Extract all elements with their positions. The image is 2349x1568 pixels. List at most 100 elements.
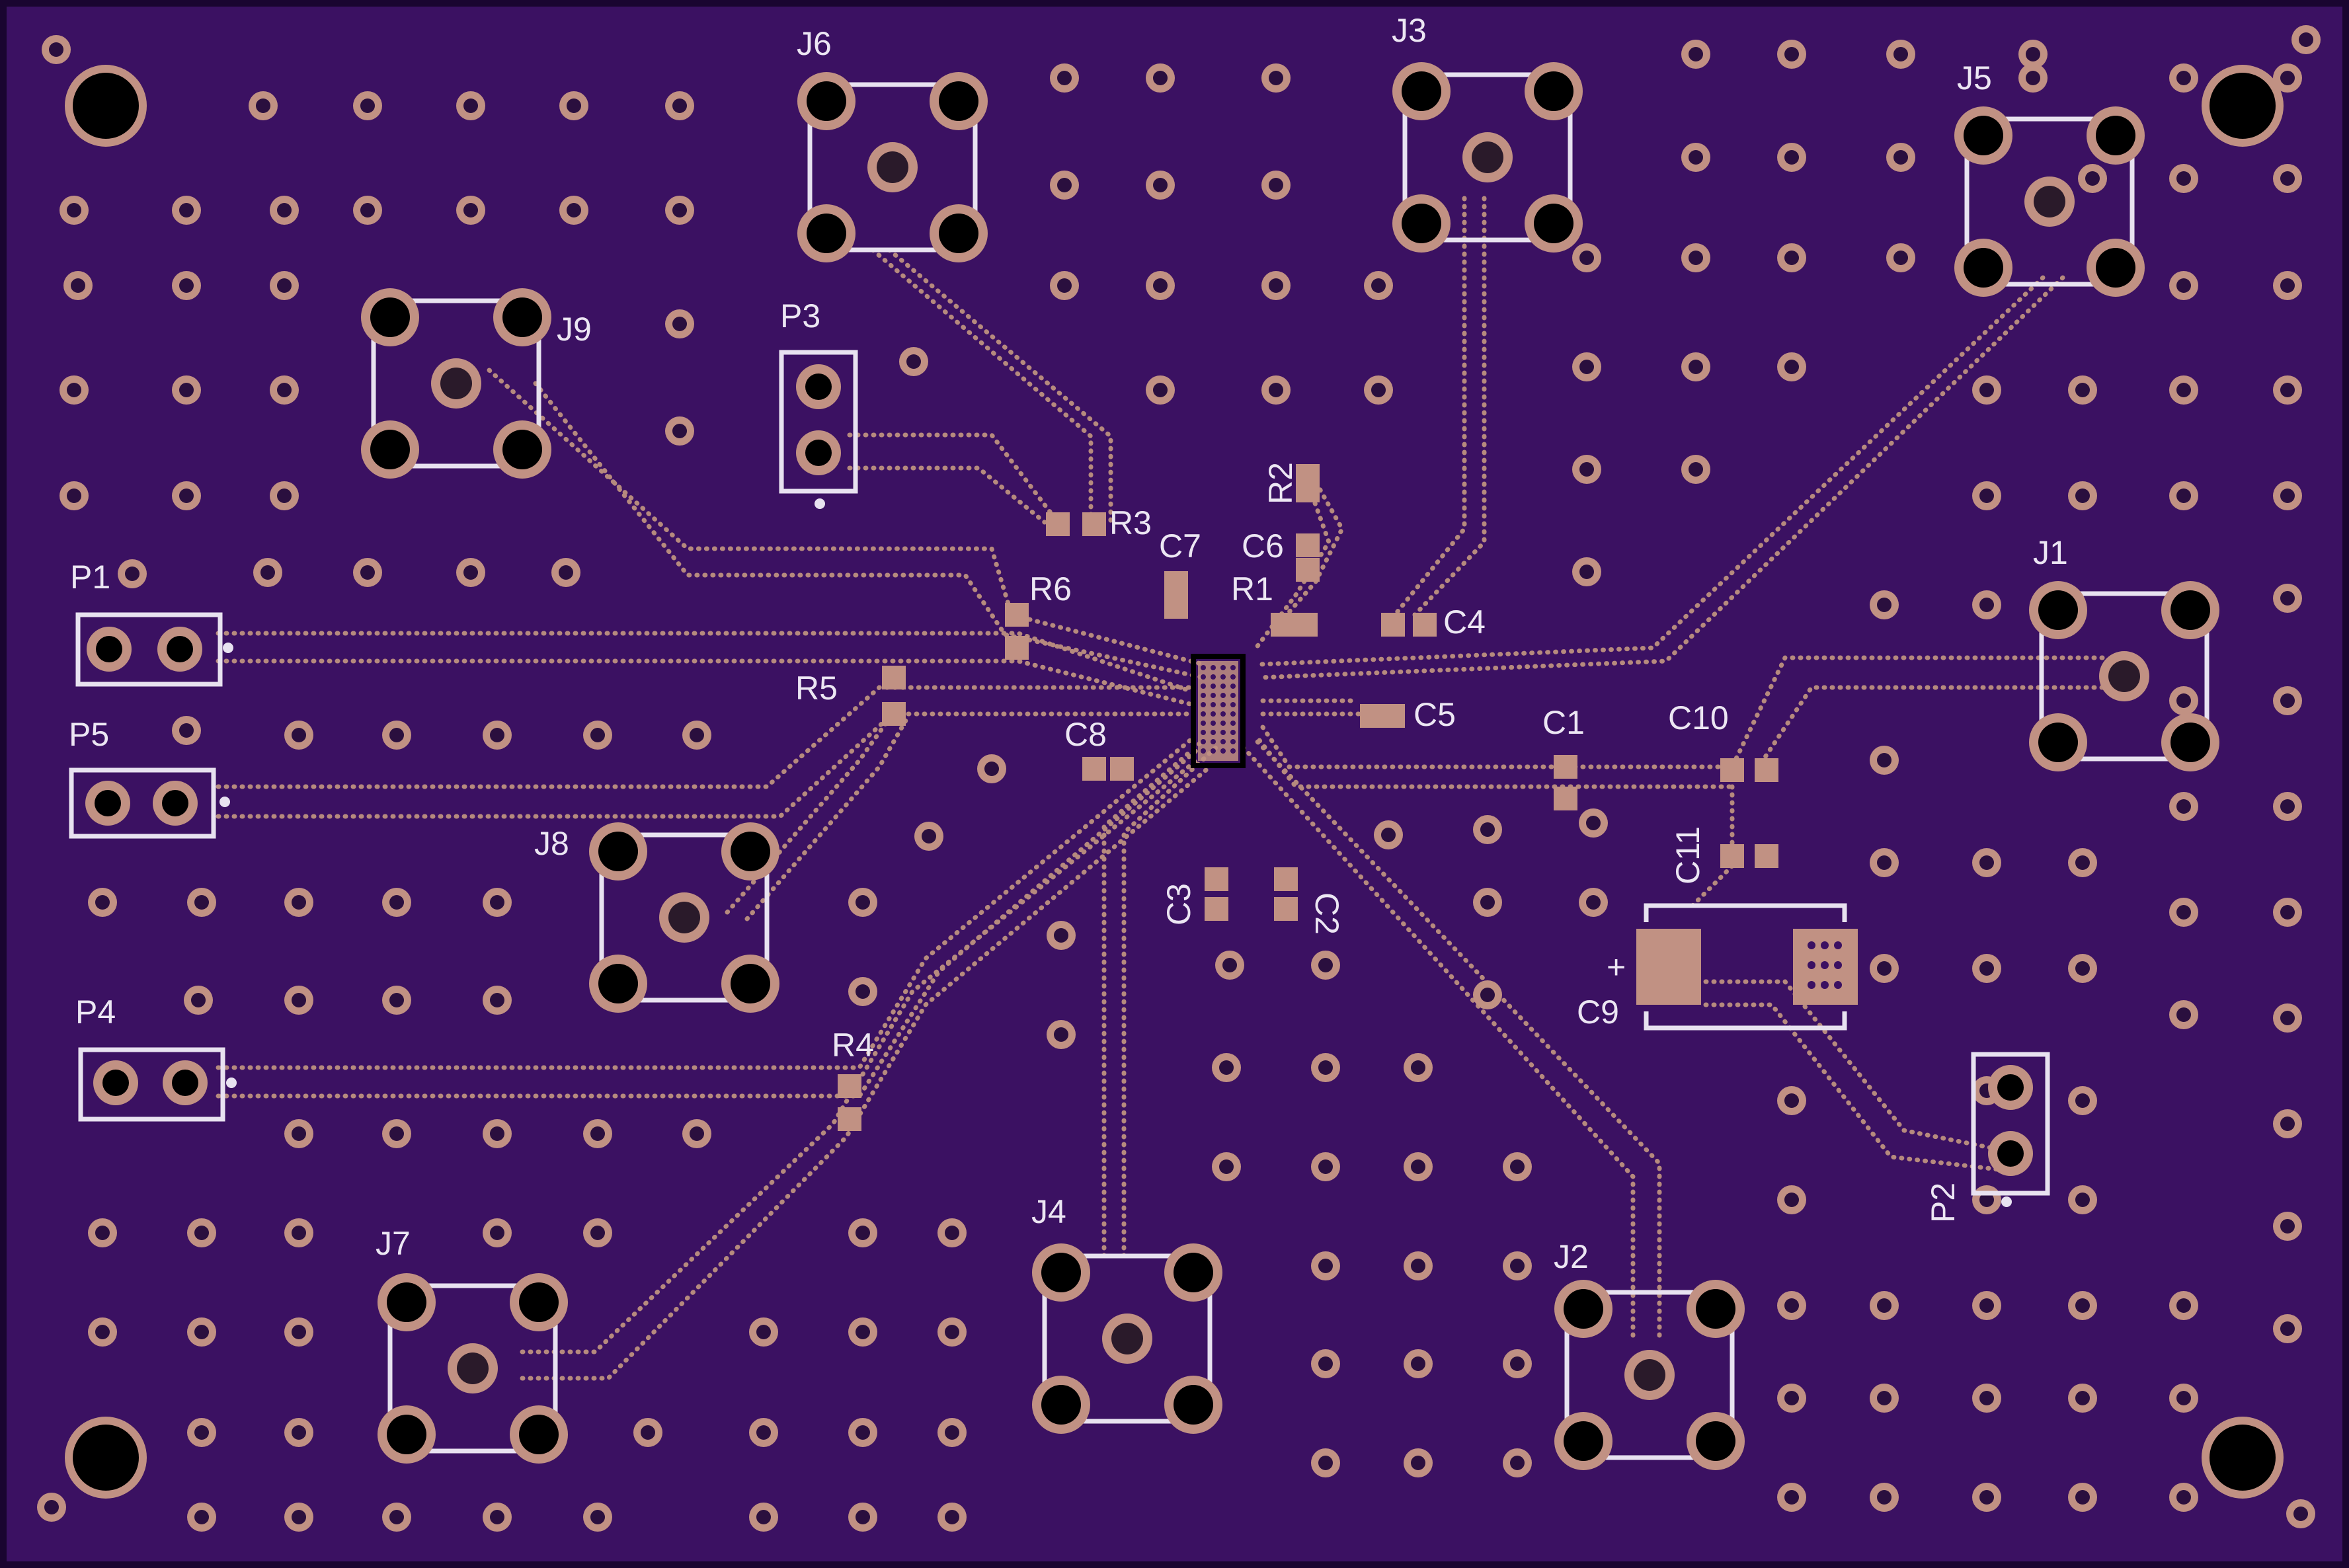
stitching-via-drill (179, 723, 194, 738)
p1-outline (75, 612, 223, 687)
stitching-via-drill (1579, 565, 1594, 579)
stitching-via-drill (856, 895, 870, 910)
header-pin-drill (805, 440, 832, 466)
stitching-via-drill (292, 895, 306, 910)
stitching-via-drill (2176, 799, 2191, 814)
stitching-via-drill (672, 317, 687, 331)
stitching-via-drill (67, 203, 81, 217)
stitching-via-drill (2293, 1507, 2308, 1521)
c3-pad (1205, 897, 1228, 921)
j7-ground-drill (387, 1282, 426, 1322)
label-r1: R1 (1231, 570, 1273, 608)
label-j7: J7 (376, 1225, 411, 1262)
ic-pin (1230, 721, 1236, 726)
stitching-via-drill (360, 565, 375, 580)
stitching-via-drill (194, 1325, 209, 1339)
header-pin-drill (162, 790, 188, 816)
stitching-via-drill (1269, 178, 1283, 192)
stitching-via-drill (1318, 1159, 1333, 1174)
stitching-via-drill (590, 1510, 605, 1524)
j3-ground-drill (1402, 204, 1441, 243)
j1-ground-drill (2170, 590, 2210, 630)
label-p1: P1 (70, 559, 110, 596)
plated-vias (37, 25, 2321, 1532)
stitching-via-drill (2085, 171, 2100, 186)
stitching-via-drill (463, 203, 478, 217)
r4-pad (838, 1074, 861, 1098)
c2-pad (1274, 897, 1298, 921)
stitching-via-drill (690, 1126, 704, 1141)
header-pin-drill (96, 636, 122, 662)
p1-pin1-dot (223, 643, 233, 653)
ic-pin (1220, 748, 1226, 754)
silkscreen-labels: J1 J2 J3 J4 J5 J6 J7 J8 J9 P1 P5 P4 P3 P… (69, 12, 2068, 1275)
label-c3: C3 (1160, 883, 1197, 925)
label-r2: R2 (1262, 462, 1299, 504)
stitching-via-drill (2280, 278, 2295, 293)
ic-pin (1220, 739, 1226, 744)
stitching-via-drill (2075, 1391, 2090, 1405)
stitching-via-drill (672, 424, 687, 438)
c9-thermal-via (1834, 941, 1842, 949)
stitching-via-drill (360, 203, 375, 217)
stitching-via-drill (2075, 1193, 2090, 1207)
stitching-via-drill (1381, 828, 1396, 842)
r1-pad (1271, 613, 1294, 637)
j9-ground-drill (370, 430, 410, 469)
header-pin-drill (1997, 1140, 2024, 1167)
label-c9: C9 (1577, 994, 1619, 1031)
stitching-via-drill (1877, 753, 1891, 767)
c7-pad (1164, 595, 1188, 619)
p4-outline (78, 1047, 225, 1122)
label-j1: J1 (2033, 534, 2068, 571)
ic-pin (1230, 684, 1236, 689)
stitching-via-drill (191, 993, 206, 1007)
ic-pin (1211, 711, 1216, 717)
c9-thermal-via (1808, 981, 1815, 989)
stitching-via-drill (567, 203, 581, 217)
stitching-via-drill (2280, 905, 2295, 920)
j4-signal-drill (1111, 1323, 1143, 1354)
stitching-via-drill (1269, 71, 1283, 85)
stitching-via-drill (1318, 1356, 1333, 1371)
j1-ground-drill (2038, 723, 2078, 762)
r2-pad (1296, 479, 1320, 502)
ic-pin (1201, 674, 1206, 680)
stitching-via-drill (1510, 1159, 1525, 1174)
stitching-via-drill (95, 1226, 110, 1240)
c10-pad (1720, 758, 1744, 782)
stitching-via-drill (1979, 961, 1994, 976)
stitching-via-drill (1219, 1159, 1234, 1174)
stitching-via-drill (2075, 1298, 2090, 1313)
c11-pad (1755, 844, 1778, 868)
c4-pad (1413, 613, 1437, 637)
stitching-via-drill (490, 728, 504, 742)
j4-silk (1042, 1253, 1213, 1424)
j6-ground-drill (807, 214, 846, 253)
stitching-via-drill (922, 829, 936, 843)
ic-pin (1201, 684, 1206, 689)
ic-pin (1220, 711, 1226, 717)
ic-pin (1220, 702, 1226, 707)
stitching-via-drill (567, 98, 581, 113)
stitching-via-drill (1579, 251, 1594, 265)
c9-thermal-via (1834, 961, 1842, 969)
label-c10: C10 (1668, 699, 1729, 736)
label-c5: C5 (1413, 696, 1456, 733)
ic-pin (1211, 693, 1216, 698)
stitching-via-drill (1893, 47, 1908, 61)
stitching-via-drill (1586, 816, 1601, 830)
stitching-via-drill (1153, 71, 1168, 85)
c9-thermal-via (1834, 981, 1842, 989)
stitching-via-drill (1877, 598, 1891, 612)
stitching-via-drill (2075, 855, 2090, 870)
j5-signal-drill (2034, 186, 2065, 217)
stitching-via-drill (490, 1226, 504, 1240)
stitching-via-drill (856, 984, 870, 999)
stitching-via-drill (856, 1325, 870, 1339)
stitching-via-drill (856, 1226, 870, 1240)
j3-signal-drill (1472, 141, 1503, 173)
stitching-via-drill (590, 728, 605, 742)
stitching-via-drill (277, 383, 292, 397)
